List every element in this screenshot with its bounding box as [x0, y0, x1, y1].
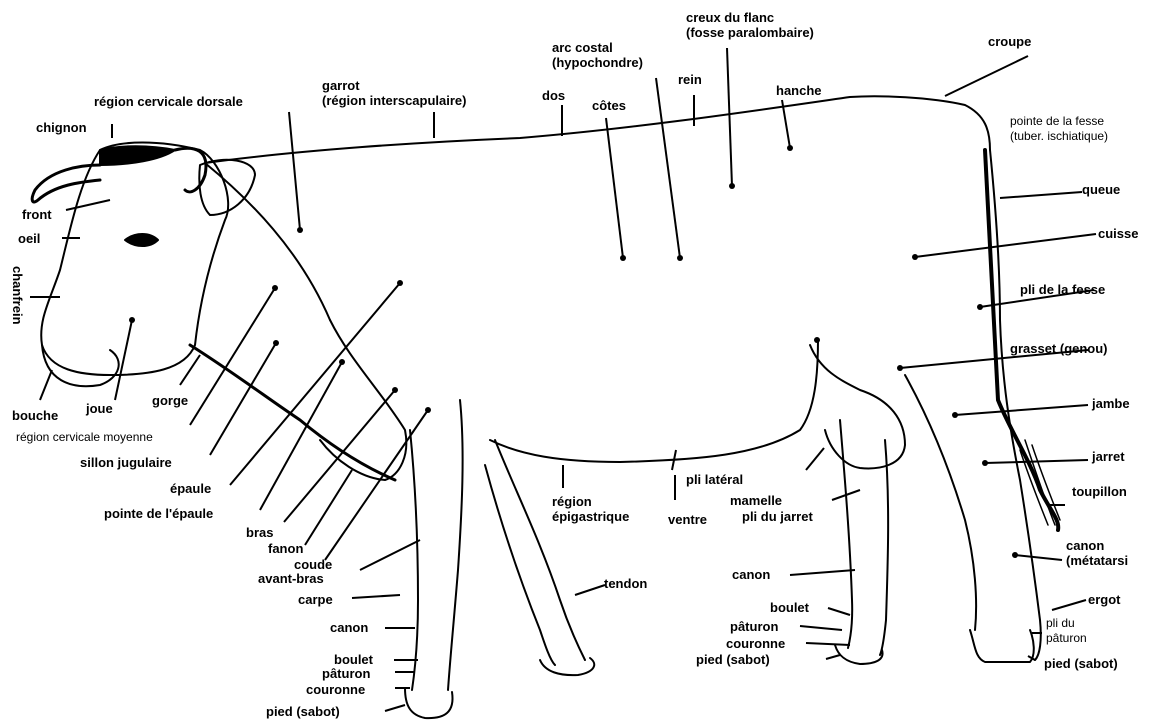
label-couronne-hind: couronne [726, 636, 785, 651]
label-region-cervicale-moyenne: région cervicale moyenne [16, 430, 153, 445]
cow-rear-outline [990, 150, 1041, 660]
label-pied-sabot-rear: pied (sabot) [1044, 656, 1118, 671]
label-cotes: côtes [592, 98, 626, 113]
label-pied-sabot-front: pied (sabot) [266, 704, 340, 719]
cow-near-hind-leg-back [880, 440, 888, 655]
label-grasset: grasset (genou) [1010, 341, 1108, 356]
label-bouche: bouche [12, 408, 58, 423]
cow-far-front-leg-back [485, 465, 555, 665]
cow-near-front-leg-back [448, 400, 463, 690]
label-pli-lateral: pli latéral [686, 472, 743, 487]
label-canon-metatarse: canon(métatarsi [1066, 538, 1128, 568]
cow-far-front-hoof [540, 658, 594, 675]
label-boulet-front: boulet [334, 652, 373, 667]
label-bras: bras [246, 525, 273, 540]
label-coude: coude [294, 557, 332, 572]
label-ergot: ergot [1088, 592, 1121, 607]
label-joue: joue [86, 401, 113, 416]
label-tendon: tendon [604, 576, 647, 591]
label-avant-bras: avant-bras [258, 571, 324, 586]
label-chignon: chignon [36, 120, 87, 135]
label-rein: rein [678, 72, 702, 87]
label-couronne-front: couronne [306, 682, 365, 697]
label-canon-hind: canon [732, 567, 770, 582]
label-pointe-de-l-epaule: pointe de l'épaule [104, 506, 213, 521]
cow-rear-hoof [970, 630, 1034, 662]
label-gorge: gorge [152, 393, 188, 408]
cow-muzzle [42, 345, 119, 386]
label-pied-sabot-hind: pied (sabot) [696, 652, 770, 667]
label-pointe-de-la-fesse: pointe de la fesse(tuber. ischiatique) [1010, 114, 1108, 144]
cow-far-front-leg [495, 440, 585, 660]
label-front: front [22, 207, 52, 222]
label-hanche: hanche [776, 83, 822, 98]
cow-near-front-leg [410, 430, 418, 690]
label-boulet-hind: boulet [770, 600, 809, 615]
label-paturon-hind: pâturon [730, 619, 778, 634]
label-epaule: épaule [170, 481, 211, 496]
label-sillon-jugulaire: sillon jugulaire [80, 455, 172, 470]
label-mamelle: mamelle [730, 493, 782, 508]
label-dos: dos [542, 88, 565, 103]
label-oeil: oeil [18, 231, 40, 246]
label-pli-du-jarret: pli du jarret [742, 509, 813, 524]
cow-udder [810, 345, 905, 468]
label-paturon-front: pâturon [322, 666, 370, 681]
label-carpe: carpe [298, 592, 333, 607]
cow-shoulder-outline [320, 320, 406, 480]
label-jarret: jarret [1092, 449, 1125, 464]
cow-horn-right [175, 148, 206, 192]
label-region-cervicale-dorsale: région cervicale dorsale [94, 94, 243, 109]
label-arc-costal: arc costal(hypochondre) [552, 40, 643, 70]
label-cuisse: cuisse [1098, 226, 1138, 241]
label-jambe: jambe [1092, 396, 1130, 411]
label-canon-front: canon [330, 620, 368, 635]
label-pli-de-la-fesse: pli de la fesse [1020, 282, 1105, 297]
label-fanon: fanon [268, 541, 303, 556]
cow-dewlap [190, 345, 395, 480]
label-creux-du-flanc: creux du flanc(fosse paralombaire) [686, 10, 814, 40]
cow-forelock [100, 146, 175, 165]
cow-belly-outline [490, 340, 818, 462]
cow-near-front-hoof [405, 688, 453, 718]
cow-eye [125, 234, 158, 246]
label-croupe: croupe [988, 34, 1031, 49]
label-toupillon: toupillon [1072, 484, 1127, 499]
label-garrot: garrot(région interscapulaire) [322, 78, 466, 108]
label-queue: queue [1082, 182, 1120, 197]
label-ventre: ventre [668, 512, 707, 527]
cow-neck-outline [205, 163, 330, 320]
label-chanfrein: chanfrein [10, 266, 25, 325]
cow-near-hind-hoof [835, 645, 883, 664]
